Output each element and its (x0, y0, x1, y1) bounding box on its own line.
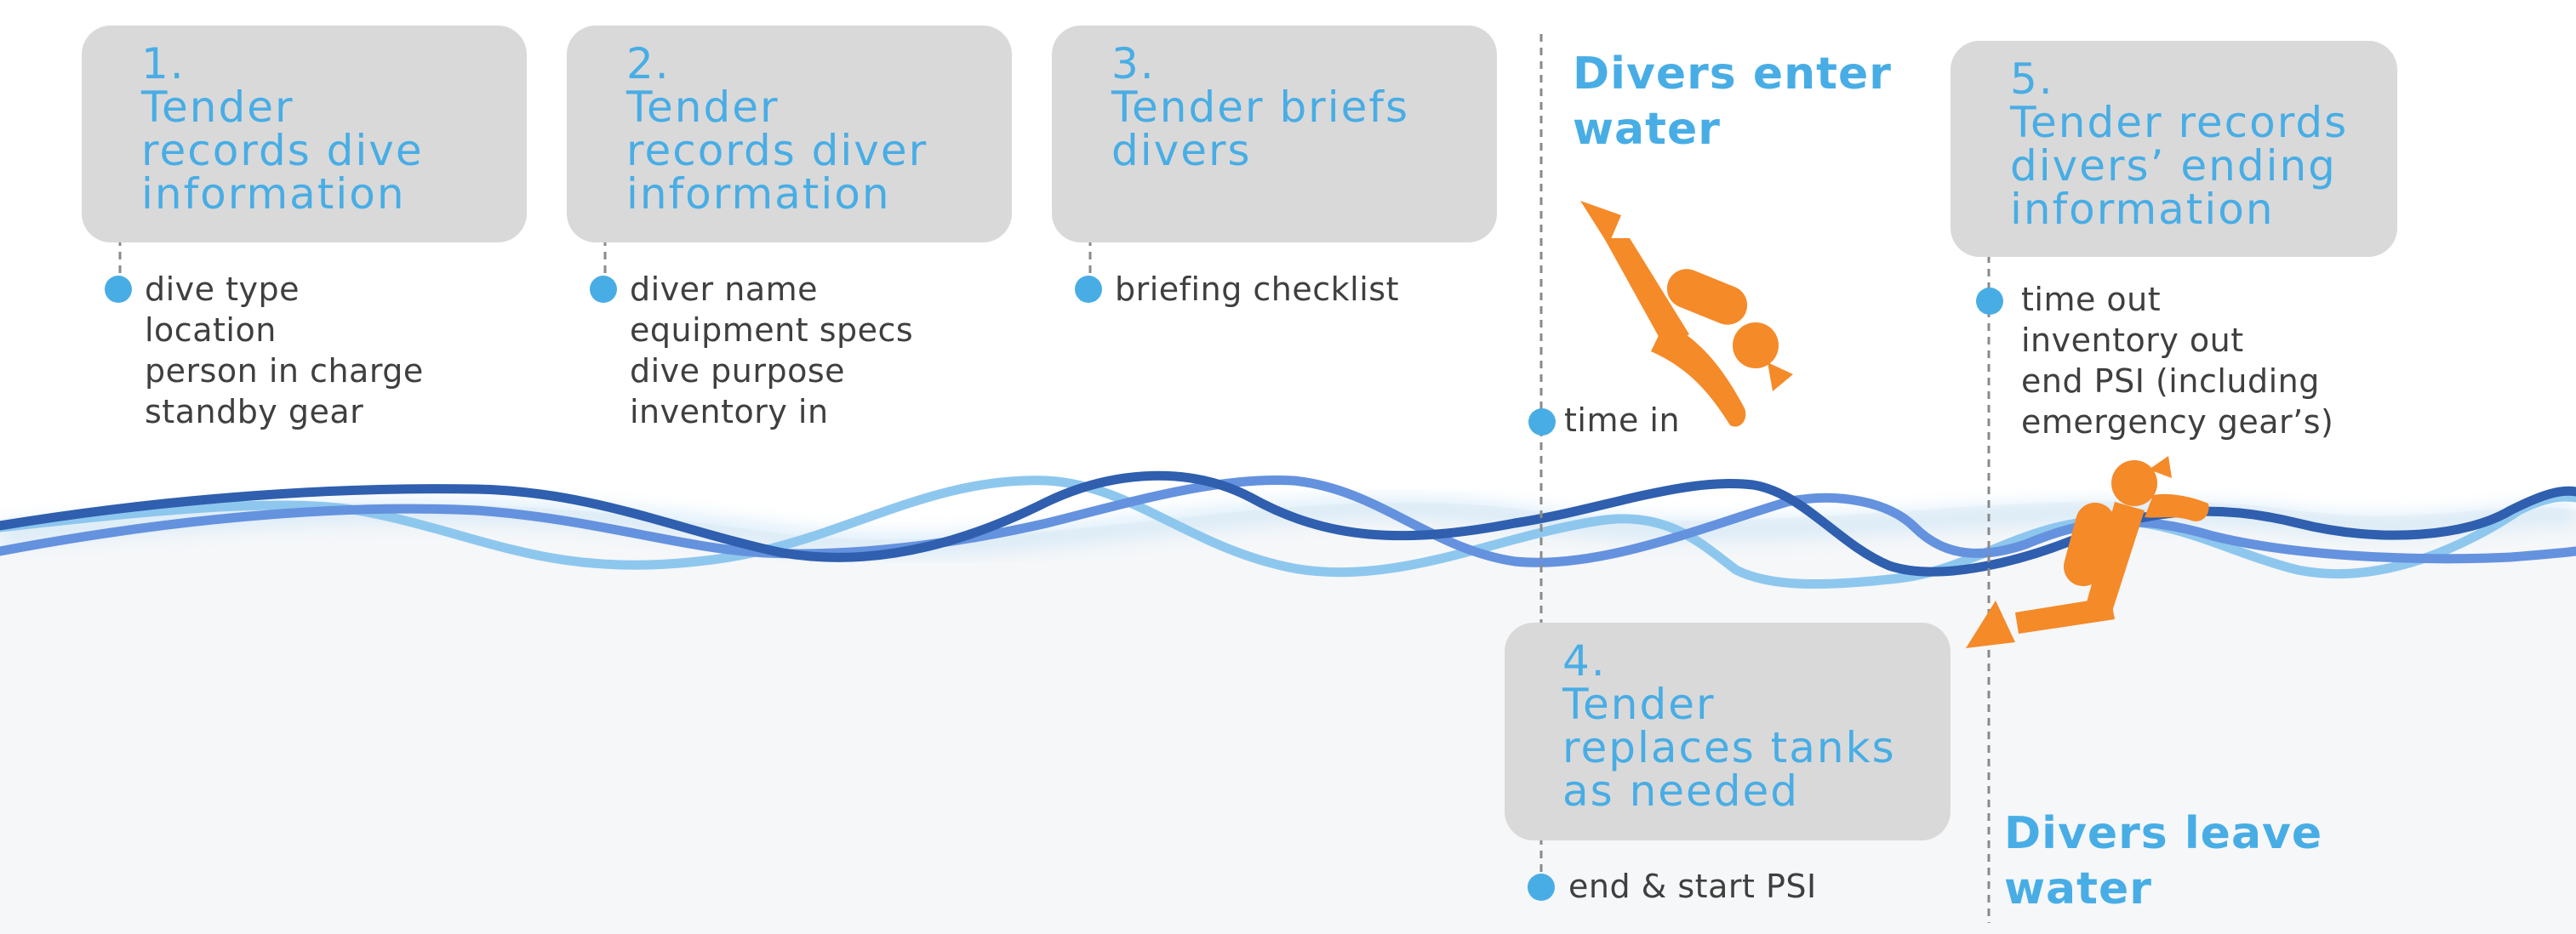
step-5-item: inventory out (2021, 322, 2244, 359)
step-2-dot (590, 276, 617, 303)
divers-enter-water-title: Divers enter water (1573, 48, 1892, 155)
step-4-items: end & start PSI (1568, 866, 1817, 907)
step-1-items: dive type location person in charge stan… (145, 269, 424, 432)
wave-dark (0, 470, 2576, 577)
step-5-title: 5.Tender records divers’ ending informat… (2010, 54, 2349, 234)
step-5-item: emergency gear’s) (2021, 403, 2334, 441)
water-area (0, 544, 2576, 934)
step-4-item: end & start PSI (1568, 868, 1817, 905)
step-2-item: equipment specs (630, 311, 914, 349)
step-5-item: time out (2021, 281, 2162, 318)
step-2-items: diver name equipment specs dive purpose … (630, 269, 913, 432)
step-3-card (1052, 26, 1497, 242)
step-1-card (82, 26, 527, 242)
step-3-items: briefing checklist (1115, 269, 1399, 310)
step-2-title: 2.Tender records diver information (626, 39, 928, 219)
time-in-dot (1528, 408, 1556, 436)
step-1-title: 1.Tender records dive information (141, 39, 424, 219)
step-3-title: 3.Tender briefs divers (1111, 39, 1410, 175)
step-2-item: dive purpose (630, 352, 845, 390)
time-in-label: time in (1564, 402, 1681, 439)
step-5-dot (1976, 288, 2003, 315)
step-1-item: person in charge (145, 352, 424, 390)
step-1-item: location (145, 311, 277, 349)
diver-entering-water-icon (1580, 201, 1793, 427)
step-1-item: dive type (145, 271, 300, 308)
step-5-items: time out inventory out end PSI (includin… (2021, 279, 2333, 442)
step-4-dot (1528, 874, 1555, 901)
step-1-dot (105, 276, 132, 303)
step-2-item: inventory in (630, 393, 829, 430)
wave-mid (0, 475, 2576, 567)
step-2-card (567, 26, 1012, 242)
step-1-item: standby gear (145, 393, 364, 430)
step-3-item: briefing checklist (1115, 271, 1399, 308)
step-5-item: end PSI (including (2021, 362, 2320, 400)
diver-leaving-water-icon (1966, 456, 2209, 648)
step-4-title: 4.Tender replaces tanks as needed (1562, 636, 1896, 816)
step-4-card (1505, 623, 1951, 840)
divers-leave-water-title: Divers leave water (2004, 808, 2323, 914)
wave-light (0, 476, 2576, 589)
step-2-item: diver name (630, 271, 819, 308)
step-5-card (1951, 41, 2397, 257)
step-3-dot (1075, 276, 1102, 303)
